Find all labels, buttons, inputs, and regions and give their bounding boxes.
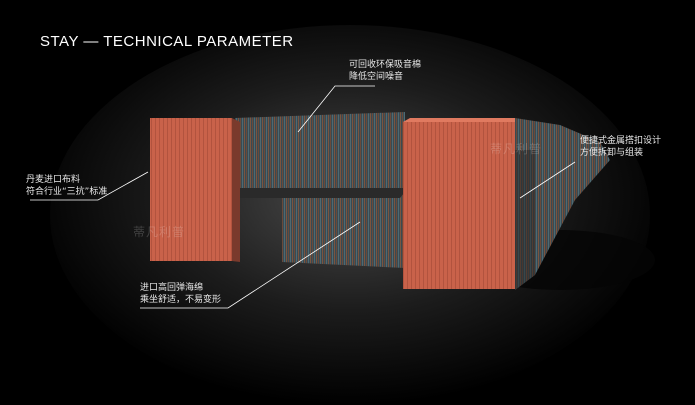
- callout-acoustic-line-2: 降低空间噪音: [349, 72, 404, 82]
- callout-fabric-line-1: 丹麦进口布料: [26, 175, 81, 185]
- callout-acoustic-line-1: 可回收环保吸音棉: [349, 60, 422, 70]
- callout-sponge-line-2: 乘坐舒适，不易变形: [140, 295, 222, 305]
- sponge-leader-line: [140, 221, 361, 309]
- callout-fabric-line-2: 符合行业“三抗”标准: [26, 187, 108, 197]
- right-wall-shade: [515, 150, 535, 290]
- right-curved-wall: [515, 118, 610, 290]
- watermark-left: 蒂凡利普: [133, 225, 186, 239]
- callout-fabric: 丹麦进口布料 符合行业“三抗”标准: [26, 174, 107, 198]
- callout-assembly: 便捷式金属搭扣设计 方便拆卸与组装: [580, 135, 661, 159]
- back-acoustic-panel: [235, 112, 405, 190]
- assembly-leader-line: [519, 161, 576, 199]
- seat-cushion: [235, 190, 405, 268]
- page-title: STAY — TECHNICAL PARAMETER: [40, 33, 294, 50]
- callout-sponge: 进口高回弹海绵 乘坐舒适，不易变形: [140, 282, 221, 306]
- watermark-right: 蒂凡利普: [490, 142, 543, 156]
- callout-acoustic: 可回收环保吸音棉 降低空间噪音: [349, 59, 421, 83]
- left-panel-edge: [232, 118, 240, 262]
- callout-assembly-line-2: 方便拆卸与组装: [580, 148, 644, 158]
- left-fabric-panel: [150, 118, 232, 261]
- seat-top: [232, 188, 408, 198]
- fabric-leader-line: [30, 171, 149, 201]
- right-panel-top: [403, 118, 515, 122]
- callout-sponge-line-1: 进口高回弹海绵: [140, 283, 204, 293]
- callout-assembly-line-1: 便捷式金属搭扣设计: [580, 136, 662, 146]
- acoustic-leader-line: [297, 85, 375, 133]
- right-fabric-panel: [403, 122, 515, 289]
